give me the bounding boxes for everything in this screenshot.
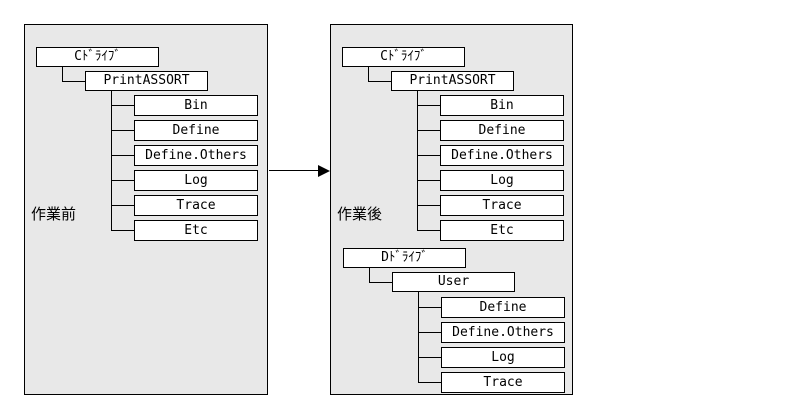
folder-node-define-others: Define.Others: [134, 145, 258, 166]
connector-stub: [418, 357, 441, 358]
folder-node-bin: Bin: [440, 95, 564, 116]
folder-node-define: Define: [134, 120, 258, 141]
connector-stub: [111, 105, 134, 106]
folder-node-trace: Trace: [134, 195, 258, 216]
arrow-head-icon: [318, 165, 330, 177]
connector-stub: [417, 205, 440, 206]
folder-node-log: Log: [441, 347, 565, 368]
connector-stub: [111, 205, 134, 206]
connector-stub: [418, 307, 441, 308]
panel-after-label: 作業後: [337, 205, 383, 223]
arrow-line: [269, 170, 319, 171]
drive-node-d: Dﾄﾞﾗｲﾌﾞ: [343, 248, 466, 268]
folder-node-define-others: Define.Others: [441, 322, 565, 343]
panel-before-label: 作業前: [31, 205, 77, 223]
connector-horizontal: [369, 282, 392, 283]
connector-stub: [417, 230, 440, 231]
folder-node-etc: Etc: [440, 220, 564, 241]
connector-trunk: [418, 292, 419, 383]
folder-node-trace: Trace: [441, 372, 565, 393]
connector-horizontal: [368, 81, 391, 82]
dir-node-user: User: [392, 272, 515, 292]
dir-node-printassort: PrintASSORT: [85, 71, 208, 91]
connector-trunk: [111, 91, 112, 231]
connector-stub: [417, 105, 440, 106]
connector-stub: [111, 155, 134, 156]
folder-node-bin: Bin: [134, 95, 258, 116]
drive-node-c: Cﾄﾞﾗｲﾌﾞ: [36, 47, 159, 67]
folder-node-log: Log: [440, 170, 564, 191]
connector-trunk: [417, 91, 418, 231]
connector-vertical: [368, 67, 369, 82]
connector-vertical: [369, 268, 370, 283]
connector-stub: [111, 130, 134, 131]
drive-node-c: Cﾄﾞﾗｲﾌﾞ: [342, 47, 465, 67]
connector-stub: [417, 130, 440, 131]
connector-stub: [418, 382, 441, 383]
connector-stub: [111, 180, 134, 181]
connector-stub: [111, 230, 134, 231]
folder-node-log: Log: [134, 170, 258, 191]
connector-stub: [417, 180, 440, 181]
connector-stub: [417, 155, 440, 156]
folder-node-etc: Etc: [134, 220, 258, 241]
folder-node-trace: Trace: [440, 195, 564, 216]
panel-after: 作業後 Cﾄﾞﾗｲﾌﾞ PrintASSORT Bin Define Defin…: [330, 24, 573, 395]
folder-node-define: Define: [441, 297, 565, 318]
panel-before: 作業前 Cﾄﾞﾗｲﾌﾞ PrintASSORT Bin Define Defin…: [24, 24, 268, 395]
folder-node-define-others: Define.Others: [440, 145, 564, 166]
folder-node-define: Define: [440, 120, 564, 141]
connector-vertical: [62, 67, 63, 82]
dir-node-printassort: PrintASSORT: [391, 71, 514, 91]
connector-stub: [418, 332, 441, 333]
connector-horizontal: [62, 81, 85, 82]
